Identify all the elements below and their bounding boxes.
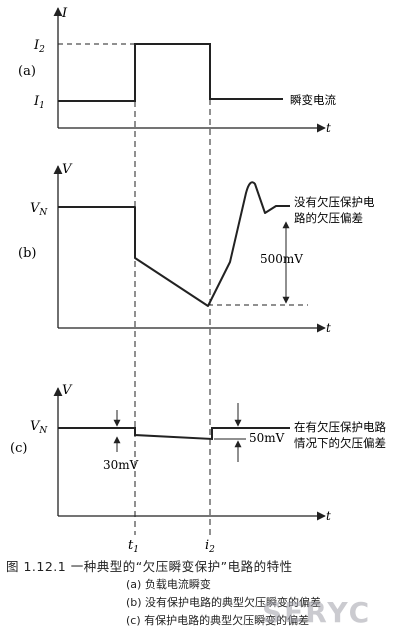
panel-a-x-axis-label: t	[326, 121, 331, 135]
panel-a: I t (a) I2 I1 瞬变电流	[18, 6, 336, 135]
panel-c-x-axis-label: t	[326, 509, 331, 523]
t1-label: t1	[128, 538, 139, 555]
watermark: SERYC	[262, 596, 372, 629]
current-transient-curve	[58, 43, 283, 102]
voltage-unprotected-curve	[58, 181, 290, 307]
panel-c-note-line1: 在有欠压保护电路	[294, 420, 386, 434]
panel-b-nominal-label: VN	[30, 201, 48, 218]
panel-b: V t (b) VN 500mV 没有欠压保护电 路的欠压偏差	[18, 162, 375, 335]
panel-c-y-axis-label: V	[62, 383, 73, 398]
t2-label: i2	[205, 538, 215, 555]
panel-b-note-line1: 没有欠压保护电	[294, 195, 375, 209]
caption-item-a: (a) 负载电流瞬变	[126, 578, 211, 591]
caption-item-c: (c) 有保护电路的典型欠压瞬变的偏差	[126, 614, 310, 627]
panel-c: V t (c) VN 30mV 50mV 在有欠压保护电路 情况下的欠压偏差	[10, 383, 386, 523]
panel-b-y-axis-label: V	[62, 162, 73, 177]
panel-b-label: (b)	[18, 246, 36, 261]
voltage-protected-curve	[58, 427, 290, 441]
deviation-value: 500mV	[260, 252, 303, 266]
step-small-value: 30mV	[103, 458, 139, 472]
panel-b-note-line2: 路的欠压偏差	[294, 211, 363, 225]
level-low-label: I1	[33, 94, 45, 111]
panel-a-label: (a)	[18, 64, 36, 79]
caption-item-b: (b) 没有保护电路的典型欠压瞬变的偏差	[126, 596, 322, 609]
step-large-value: 50mV	[249, 431, 285, 445]
panel-a-y-axis-label: I	[61, 6, 68, 21]
caption-title: 图 1.12.1 一种典型的“欠压瞬变保护”电路的特性	[6, 559, 293, 574]
panel-c-nominal-label: VN	[30, 419, 48, 436]
time-markers: t1 i2	[128, 99, 215, 555]
level-high-label: I2	[33, 38, 45, 55]
panel-c-label: (c)	[10, 441, 27, 456]
panel-b-x-axis-label: t	[326, 321, 331, 335]
current-curve-label: 瞬变电流	[290, 93, 336, 107]
panel-c-note-line2: 情况下的欠压偏差	[294, 436, 386, 450]
